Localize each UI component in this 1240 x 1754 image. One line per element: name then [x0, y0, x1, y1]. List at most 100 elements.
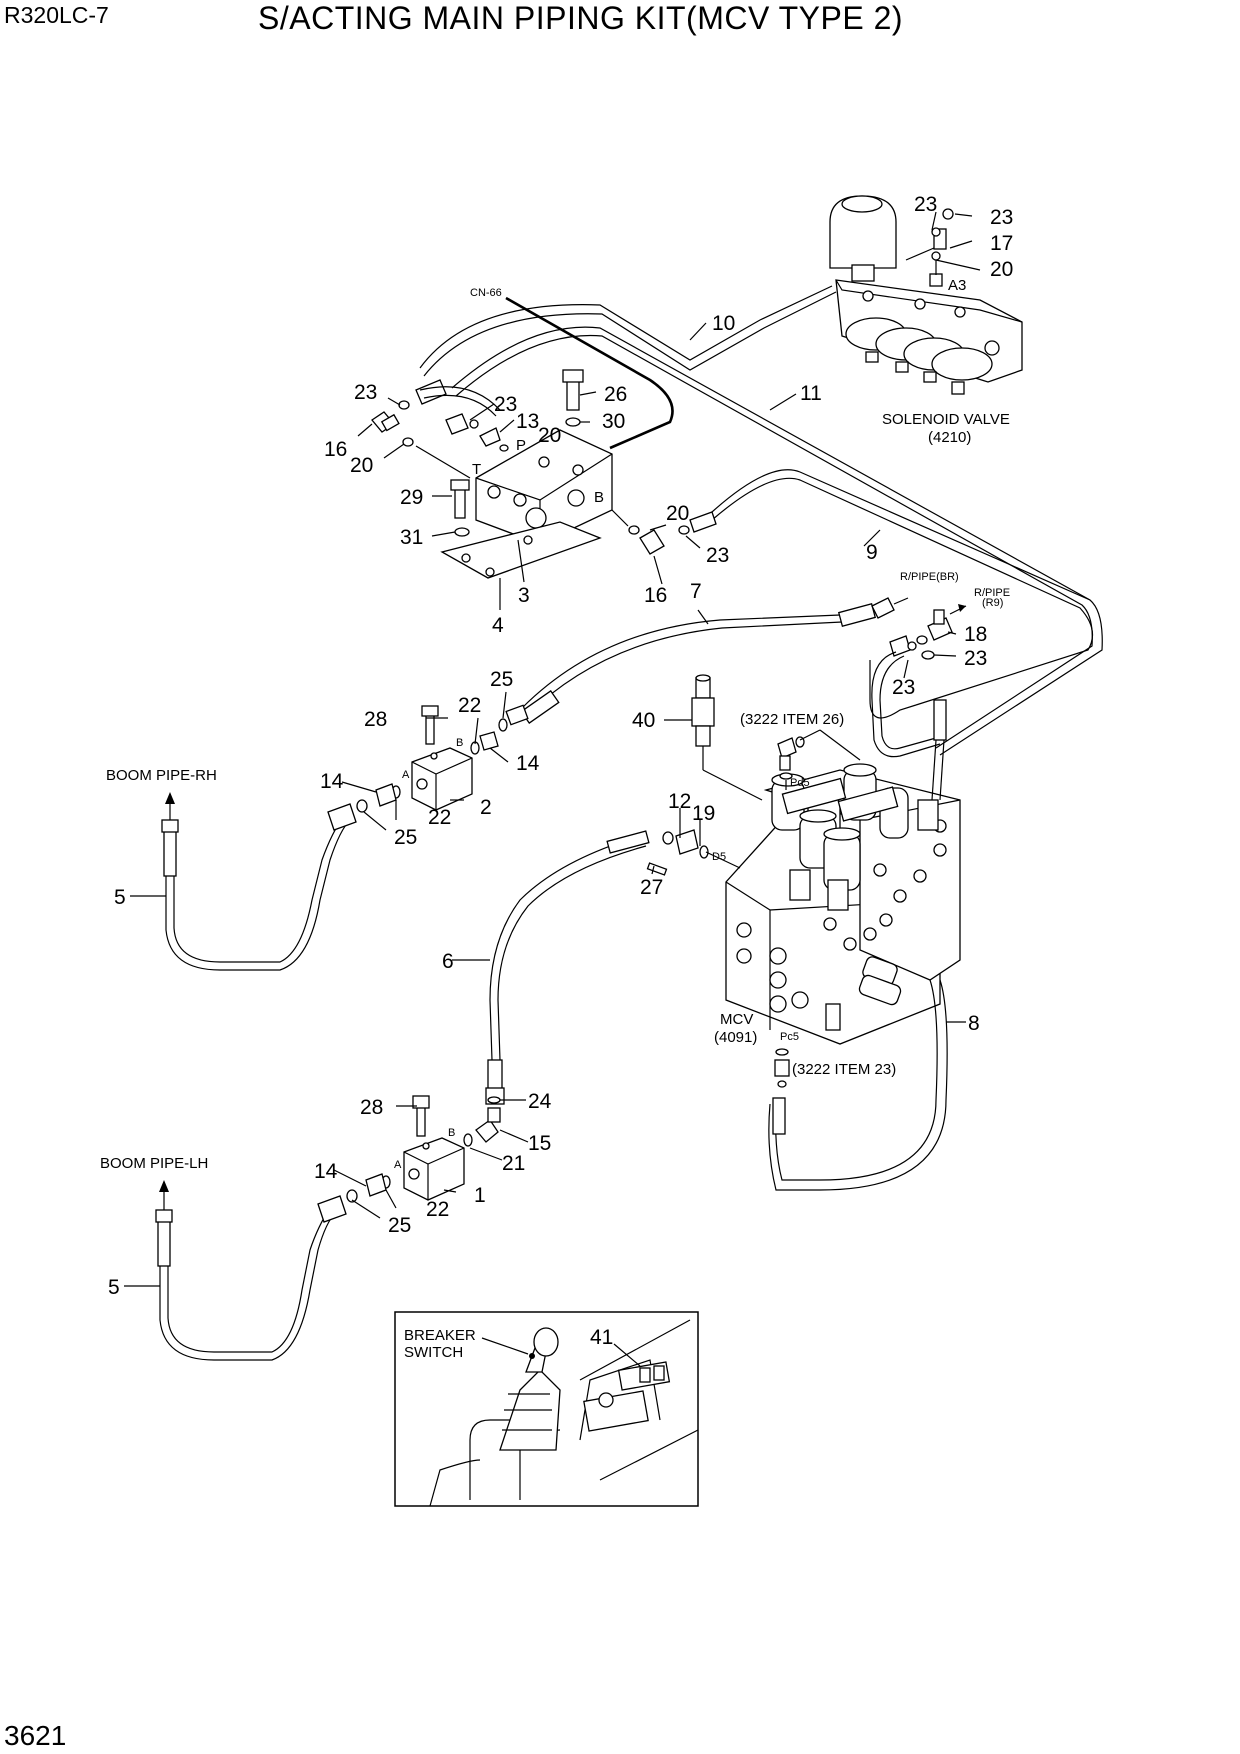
callout: 25 — [388, 1214, 411, 1237]
callout: 15 — [528, 1132, 551, 1155]
port-b-label-upper: B — [456, 737, 463, 749]
callout: 18 — [964, 623, 987, 646]
callout: 31 — [400, 526, 423, 549]
breaker-switch-inset — [394, 1311, 699, 1507]
port-d5-label: D5 — [712, 851, 726, 863]
valve-block-3 — [475, 429, 613, 545]
hose-7 — [520, 597, 909, 724]
fittings-block2 — [356, 704, 529, 813]
solenoid-valve — [829, 195, 1023, 395]
hose-6 — [485, 830, 650, 1105]
port-pd5-label: Pd5 — [790, 777, 810, 789]
hose-5-upper — [161, 803, 357, 971]
callout: 28 — [360, 1096, 383, 1119]
callout: 2 — [480, 796, 492, 819]
port-a-label-lower: A — [394, 1159, 402, 1171]
callout: 14 — [516, 752, 540, 775]
callout: 1 — [474, 1184, 486, 1207]
callout: 23 — [914, 193, 937, 216]
mcv-body — [725, 769, 961, 1045]
leader-lines — [124, 211, 981, 1367]
port-p-label: P — [516, 437, 526, 454]
port-b-label-block3: B — [594, 489, 604, 506]
callout: 20 — [666, 502, 689, 525]
callout: 28 — [364, 708, 387, 731]
pipe-10 — [419, 285, 837, 377]
page-number: 3621 — [4, 1720, 67, 1751]
fittings-12-19-27 — [646, 829, 709, 876]
callout: 30 — [602, 410, 625, 433]
fittings-block1 — [346, 1096, 501, 1203]
callout: 41 — [590, 1326, 613, 1349]
mcv-spools — [771, 763, 939, 911]
callout: 21 — [502, 1152, 525, 1175]
valve-block-2 — [411, 705, 473, 811]
callout: 19 — [692, 802, 715, 825]
breaker-label-b: SWITCH — [404, 1344, 463, 1361]
boom-pipe-lh-label: BOOM PIPE-LH — [100, 1155, 208, 1172]
valve-block-1 — [403, 1095, 465, 1201]
tee-fitting-18 — [889, 609, 953, 660]
callout: 6 — [442, 950, 454, 973]
mounting-plate-4 — [440, 521, 602, 579]
port-a-label-upper: A — [402, 769, 410, 781]
boom-pipe-rh-label: BOOM PIPE-RH — [106, 767, 217, 784]
fittings-block3 — [371, 369, 717, 555]
callout: 23 — [706, 544, 729, 567]
callout: 17 — [990, 232, 1013, 255]
callout: 22 — [426, 1198, 449, 1221]
mcv-code: (4091) — [714, 1029, 757, 1046]
callout: 22 — [458, 694, 481, 717]
callout: 40 — [632, 709, 655, 732]
pipe-9 — [711, 469, 1094, 719]
hose-8 — [768, 699, 948, 1191]
port-a3-label: A3 — [948, 277, 966, 294]
mcv-label: MCV — [720, 1011, 753, 1028]
pd5-fitting — [777, 736, 805, 780]
page-title: S/ACTING MAIN PIPING KIT(MCV TYPE 2) — [258, 0, 904, 36]
callout: 13 — [516, 410, 539, 433]
port-pc5-label: Pc5 — [780, 1031, 799, 1043]
callout: 23 — [354, 381, 377, 404]
callout: 27 — [640, 876, 663, 899]
callout: 14 — [320, 770, 344, 793]
ref-item26-label: (3222 ITEM 26) — [740, 711, 844, 728]
solenoid-valve-code: (4210) — [928, 429, 971, 446]
hose-5-lower — [155, 1195, 347, 1361]
callout: 12 — [668, 790, 691, 813]
callout: 7 — [690, 580, 702, 603]
callout: 22 — [428, 806, 451, 829]
model-number: R320LC-7 — [4, 2, 109, 28]
callout: 23 — [990, 206, 1013, 229]
rpipe-br-label: R/PIPE(BR) — [900, 571, 959, 583]
cn66-label: CN-66 — [470, 287, 502, 299]
callout: 20 — [538, 424, 561, 447]
callout: 10 — [712, 312, 735, 335]
port-t-label: T — [472, 461, 481, 478]
callout: 16 — [644, 584, 667, 607]
pc5-fitting — [774, 1048, 790, 1088]
callout: 5 — [114, 886, 126, 909]
callout: 20 — [350, 454, 373, 477]
callout: 25 — [394, 826, 417, 849]
callout: 23 — [494, 393, 517, 416]
fitting-40 — [691, 674, 715, 747]
callout: 29 — [400, 486, 423, 509]
callout: 24 — [528, 1090, 552, 1113]
solenoid-valve-label: SOLENOID VALVE — [882, 411, 1010, 428]
callout: 23 — [964, 647, 987, 670]
rpipe-r9-label-b: (R9) — [982, 597, 1003, 609]
callout: 23 — [892, 676, 915, 699]
callout: 11 — [800, 382, 822, 405]
callout: 9 — [866, 541, 878, 564]
callout: 25 — [490, 668, 513, 691]
rpipe-r9-label-a: R/PIPE — [974, 587, 1010, 599]
port-b-label-lower: B — [448, 1127, 455, 1139]
callout: 26 — [604, 383, 627, 406]
callout: 5 — [108, 1276, 120, 1299]
breaker-label-a: BREAKER — [404, 1327, 476, 1344]
ref-item23-label: (3222 ITEM 23) — [792, 1061, 896, 1078]
callout: 14 — [314, 1160, 338, 1183]
callout: 20 — [990, 258, 1013, 281]
